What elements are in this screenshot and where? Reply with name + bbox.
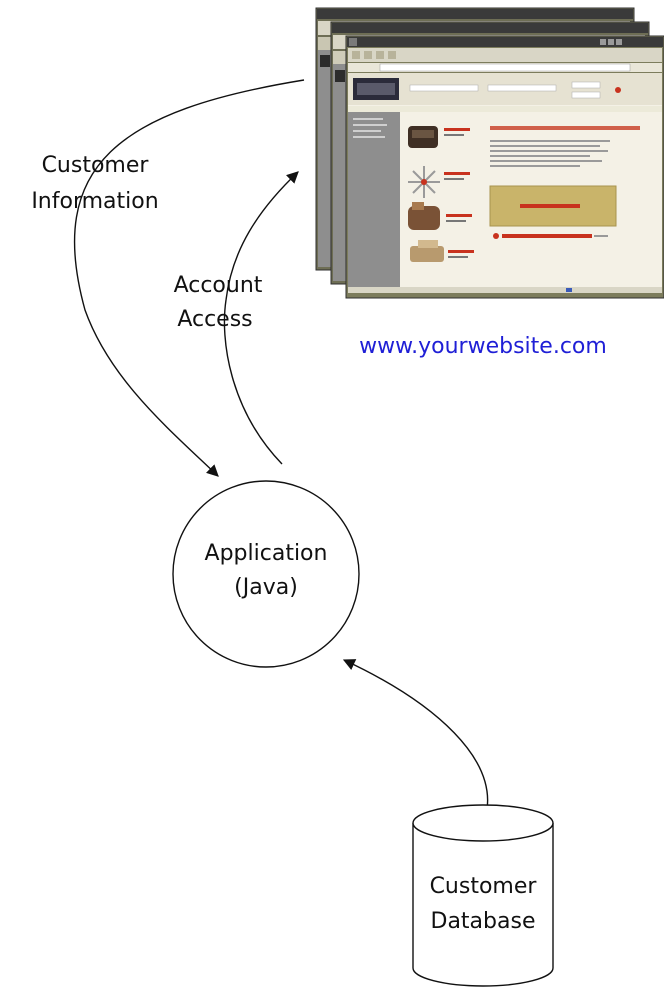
browser-window-front [345, 35, 664, 299]
application-node [172, 480, 360, 668]
account-access-arrow [223, 171, 299, 465]
database-label-line2: Database [431, 909, 536, 934]
account-access-label-line2: Access [177, 307, 252, 332]
application-label-line2: (Java) [234, 575, 298, 600]
customer-information-arrow [73, 79, 305, 477]
customer-information-label-line1: Customer [42, 153, 150, 178]
product-thumbnails [408, 126, 444, 262]
customer-database-node [412, 804, 554, 987]
website-screenshot [315, 7, 664, 299]
customer-information-label-line2: Information [31, 189, 158, 214]
account-access-label-line1: Account [174, 273, 263, 298]
app-database-arrow [342, 659, 494, 824]
website-url-label: www.yourwebsite.com [359, 334, 607, 359]
database-label-line1: Customer [430, 874, 538, 899]
application-label-line1: Application [205, 541, 328, 566]
